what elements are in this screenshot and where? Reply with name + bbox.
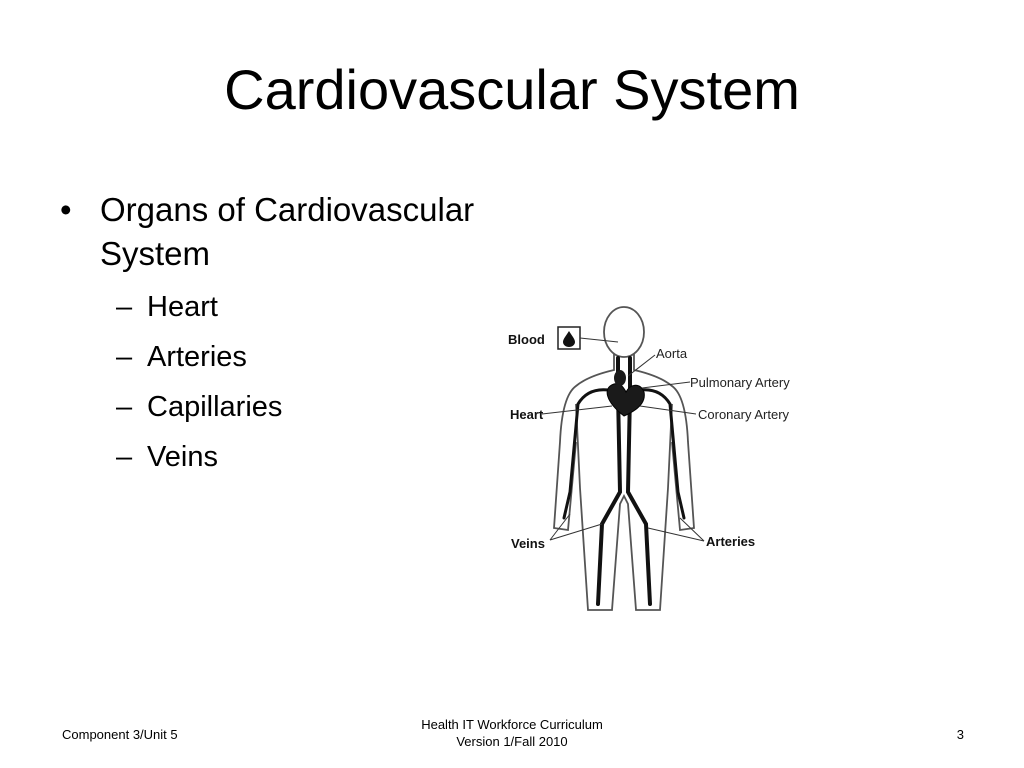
dash-icon: –: [116, 291, 133, 323]
label-leader-lines: [541, 337, 705, 542]
label-arteries: Arteries: [706, 534, 755, 549]
sub-bullet-heart: – Heart: [116, 282, 580, 332]
page-number: 3: [956, 727, 964, 742]
dash-icon: –: [116, 341, 133, 373]
bullet-dot-icon: •: [60, 191, 72, 228]
human-body-outline: [553, 306, 695, 611]
cardiovascular-diagram: Blood Heart Veins Aorta Pulmonary Artery…: [508, 306, 790, 611]
label-aorta: Aorta: [656, 346, 688, 361]
label-veins: Veins: [511, 536, 545, 551]
label-pulmonary-artery: Pulmonary Artery: [690, 375, 790, 390]
bullet-text-line-1: Organs of Cardiovascular: [100, 191, 475, 228]
dash-icon: –: [116, 441, 133, 473]
bullet-text-line-2: System: [100, 235, 211, 272]
dash-icon: –: [116, 391, 133, 423]
aortic-arch-icon: [614, 370, 626, 386]
blood-drop-icon: [563, 331, 575, 347]
bullet-list: • Organs of Cardiovascular System – Hear…: [60, 188, 580, 482]
sub-bullet-text: Heart: [147, 291, 218, 323]
sub-bullet-veins: – Veins: [116, 432, 580, 482]
sub-bullet-list: – Heart – Arteries – Capillaries – Veins: [116, 282, 580, 482]
label-coronary-artery: Coronary Artery: [698, 407, 790, 422]
heart-icon: [606, 383, 645, 417]
sub-bullet-arteries: – Arteries: [116, 332, 580, 382]
sub-bullet-text: Capillaries: [147, 391, 283, 423]
footer-curriculum-line-1: Health IT Workforce Curriculum: [421, 717, 603, 732]
footer-component: Component 3/Unit 5: [62, 727, 178, 742]
slide-title: Cardiovascular System: [224, 58, 800, 121]
footer-curriculum: Health IT Workforce Curriculum Version 1…: [362, 716, 662, 750]
label-heart: Heart: [510, 407, 544, 422]
label-blood: Blood: [508, 332, 545, 347]
bullet-item: • Organs of Cardiovascular System: [60, 188, 580, 276]
bullet-text: Organs of Cardiovascular System: [100, 188, 474, 276]
sub-bullet-capillaries: – Capillaries: [116, 382, 580, 432]
footer-curriculum-line-2: Version 1/Fall 2010: [456, 734, 568, 749]
sub-bullet-text: Arteries: [147, 341, 247, 373]
sub-bullet-text: Veins: [147, 441, 218, 473]
